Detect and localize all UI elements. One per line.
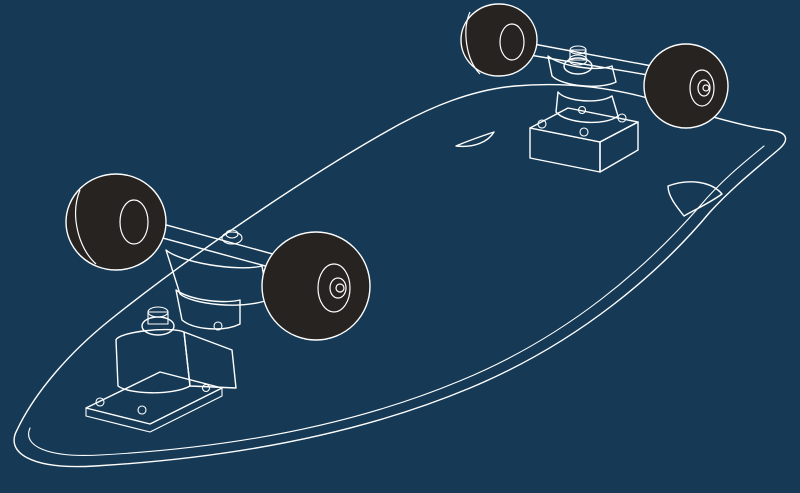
front-kingpin-nut <box>141 306 175 336</box>
rear-left-wheel <box>460 3 538 77</box>
front-baseplate-bolts <box>95 321 223 415</box>
rear-kingpin-nut <box>563 45 593 75</box>
skateboard-deck <box>13 83 787 468</box>
rear-truck <box>460 3 729 173</box>
front-left-wheel <box>65 173 167 271</box>
deck-outline <box>13 83 787 468</box>
front-pivot-nut <box>221 229 243 245</box>
front-baseplate <box>85 371 223 425</box>
deck-rear-notch <box>455 131 495 148</box>
rear-hanger <box>555 91 619 124</box>
deck-inner-edge <box>28 145 765 457</box>
front-right-wheel <box>261 231 371 341</box>
front-truck <box>65 173 371 433</box>
deck-kicktail-notch <box>667 181 723 217</box>
front-riser <box>115 328 191 394</box>
rear-baseplate-bolts <box>537 105 627 137</box>
rear-right-wheel <box>643 43 729 129</box>
front-hanger <box>165 249 269 306</box>
